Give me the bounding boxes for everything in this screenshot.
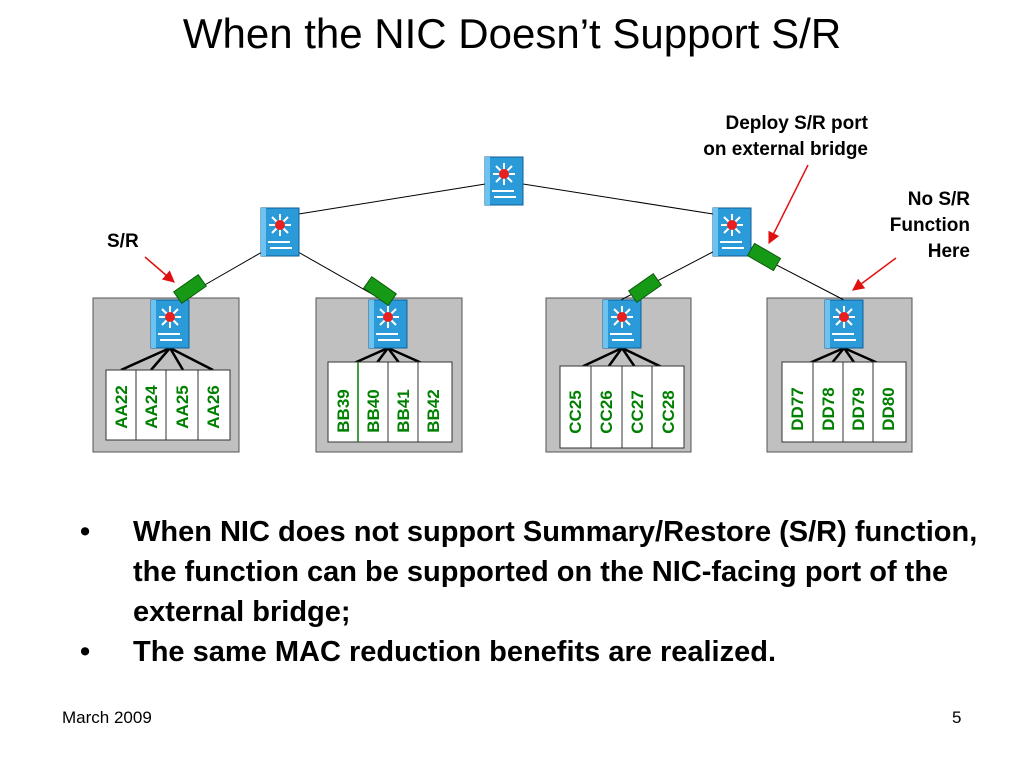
footer-date: March 2009 bbox=[62, 708, 152, 727]
server-group-d bbox=[781, 361, 907, 443]
arrow bbox=[852, 257, 897, 291]
server-label: AA22 bbox=[112, 385, 131, 428]
server-label: DD77 bbox=[788, 387, 807, 430]
server-label: AA25 bbox=[173, 385, 192, 428]
server-label: DD78 bbox=[819, 387, 838, 430]
network-switch-icon bbox=[150, 299, 190, 349]
annotation-line: Function bbox=[889, 215, 970, 236]
server-label: DD80 bbox=[879, 387, 898, 430]
network-switch-icon bbox=[260, 207, 300, 257]
network-switch-icon bbox=[368, 299, 408, 349]
server-label: CC27 bbox=[628, 390, 647, 433]
server-label: CC25 bbox=[566, 390, 585, 433]
network-switch-icon bbox=[824, 299, 864, 349]
bullet-item: • When NIC does not support Summary/Rest… bbox=[80, 512, 980, 632]
sr-port bbox=[746, 242, 782, 272]
server-label: AA26 bbox=[204, 385, 223, 428]
deploy-sr-annotation: Deploy S/R port on external bridge bbox=[620, 111, 868, 163]
sr-port bbox=[628, 272, 662, 304]
bullet-marker: • bbox=[80, 516, 91, 548]
bullet-text: When NIC does not support Summary/Restor… bbox=[133, 516, 978, 628]
annotation-line: Here bbox=[927, 241, 970, 262]
bullet-text: The same MAC reduction benefits are real… bbox=[133, 636, 777, 668]
no-sr-annotation: No S/R Function Here bbox=[820, 187, 970, 265]
annotation-line: on external bridge bbox=[703, 139, 868, 160]
annotation-line: Deploy S/R port bbox=[725, 113, 868, 134]
server-label: CC26 bbox=[597, 390, 616, 433]
network-switch-icon bbox=[602, 299, 642, 349]
server-group-a bbox=[105, 369, 231, 441]
bullet-marker: • bbox=[80, 636, 91, 668]
server-group-b bbox=[327, 361, 453, 443]
network-switch-icon bbox=[712, 207, 752, 257]
arrow bbox=[144, 256, 175, 283]
server-label: DD79 bbox=[849, 387, 868, 430]
server-group-c bbox=[559, 365, 685, 449]
server-label: CC28 bbox=[659, 390, 678, 433]
network-switch-icon bbox=[484, 156, 524, 206]
sr-port bbox=[363, 275, 397, 307]
bullet-item: • The same MAC reduction benefits are re… bbox=[80, 632, 980, 672]
bullet-list: • When NIC does not support Summary/Rest… bbox=[80, 512, 980, 672]
footer-page-number: 5 bbox=[952, 708, 962, 727]
sr-port bbox=[173, 273, 207, 305]
arrow bbox=[768, 164, 809, 245]
server-label: BB40 bbox=[364, 389, 383, 432]
server-label: BB41 bbox=[394, 389, 413, 432]
annotation-line: No S/R bbox=[907, 189, 970, 210]
network-diagram: AA22 AA24 AA25 AA26 BB39 BB40 BB41 BB42 … bbox=[92, 156, 913, 453]
server-label: AA24 bbox=[142, 385, 161, 429]
sr-annotation: S/R bbox=[107, 231, 139, 252]
server-links bbox=[120, 346, 890, 372]
server-label: BB42 bbox=[424, 389, 443, 432]
slide-title: When the NIC Doesn’t Support S/R bbox=[182, 10, 842, 57]
server-label: BB39 bbox=[334, 389, 353, 432]
